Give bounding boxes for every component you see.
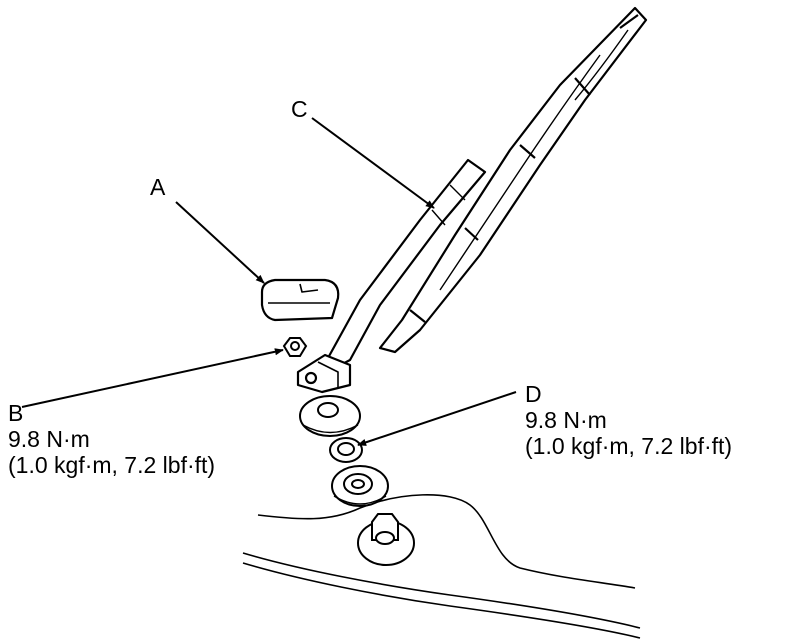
pivot-shaft-base xyxy=(357,513,415,566)
wiper-arm-cap xyxy=(260,278,340,322)
nut-b xyxy=(282,337,308,357)
leader-a xyxy=(175,201,265,284)
wiper-blade xyxy=(378,6,648,354)
callout-label-d: D xyxy=(525,381,542,407)
callout-label-c: C xyxy=(291,96,308,122)
body-panel-outline xyxy=(242,494,641,639)
callout-leaders xyxy=(21,117,517,446)
torque-spec-d-nm: 9.8 N·m xyxy=(525,407,607,433)
leader-d xyxy=(357,391,517,446)
pivot-seal xyxy=(299,395,361,437)
callout-b-block: B 9.8 N·m (1.0 kgf·m, 7.2 lbf·ft) xyxy=(8,400,215,478)
torque-spec-d-alt: (1.0 kgf·m, 7.2 lbf·ft) xyxy=(525,433,733,459)
grommet xyxy=(331,465,389,507)
callout-label-b: B xyxy=(8,400,24,426)
nut-d xyxy=(329,437,363,463)
leader-c xyxy=(311,117,435,209)
wiper-arm xyxy=(296,158,487,394)
torque-spec-b-alt: (1.0 kgf·m, 7.2 lbf·ft) xyxy=(8,452,216,478)
torque-spec-b-nm: 9.8 N·m xyxy=(8,426,90,452)
leader-b xyxy=(21,348,284,408)
callout-label-a: A xyxy=(150,174,166,200)
callout-d-block: D 9.8 N·m (1.0 kgf·m, 7.2 lbf·ft) xyxy=(525,381,732,459)
